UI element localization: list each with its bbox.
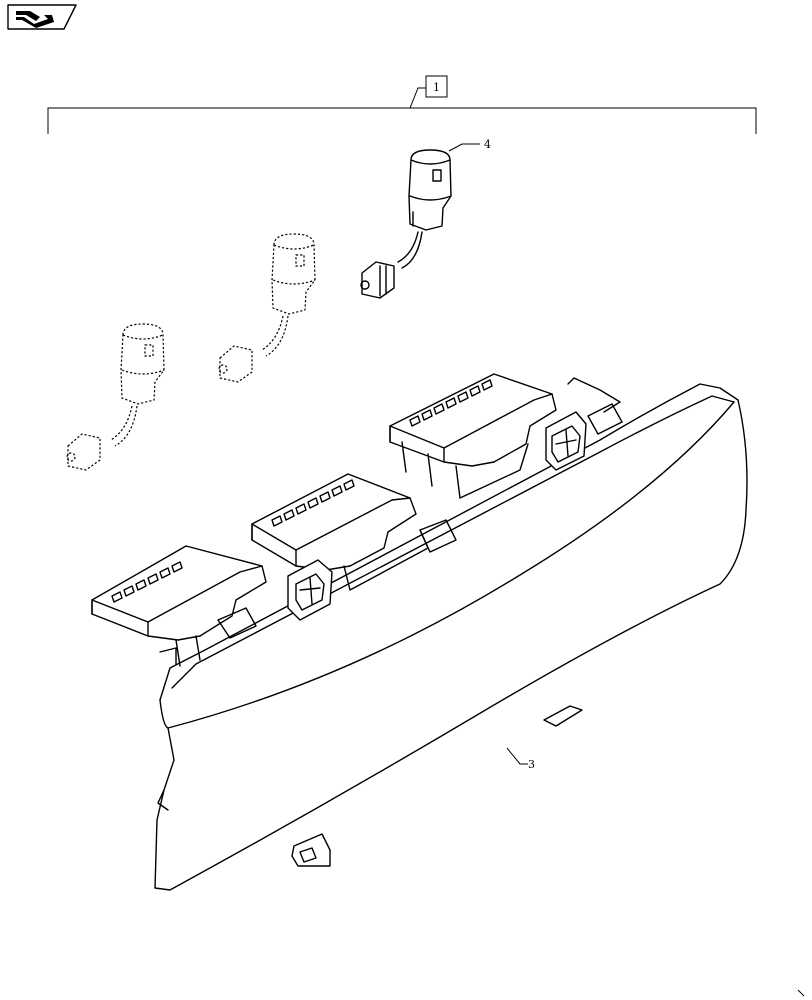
connector-callout: 4 — [448, 138, 491, 152]
connector-harness-solid — [360, 149, 452, 299]
console-leader — [506, 747, 528, 765]
assembly-callout-label: 1 — [433, 81, 440, 94]
arrow-book-icon — [16, 11, 54, 28]
assembly-bracket — [47, 107, 757, 134]
console-panel: 3 — [154, 383, 748, 891]
louver-module-right — [389, 373, 623, 499]
console-callout-label: 3 — [528, 758, 535, 771]
nav-badge[interactable] — [7, 4, 77, 30]
corner-mark — [797, 989, 805, 997]
louver-module-middle — [217, 473, 457, 639]
connector-callout-label: 4 — [484, 138, 491, 151]
louver-module-left — [91, 545, 267, 667]
connector-harness-dashed-left — [66, 323, 165, 471]
assembly-leader — [409, 87, 426, 109]
assembly-callout: 1 — [47, 75, 757, 134]
nav-badge-frame — [7, 4, 77, 30]
connector-harness-dashed-mid — [218, 233, 316, 383]
assembly-callout-box — [425, 75, 448, 98]
connector-leader — [448, 143, 480, 152]
